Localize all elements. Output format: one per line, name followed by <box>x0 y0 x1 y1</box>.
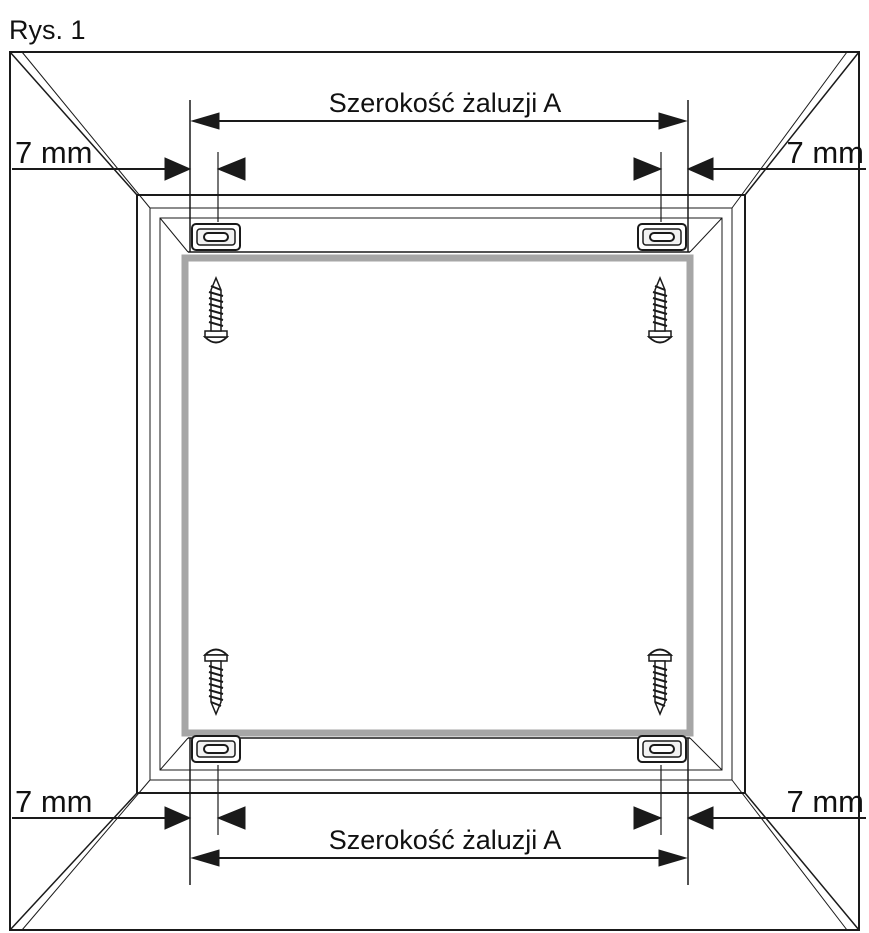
window-frame <box>9 51 860 931</box>
dimension-lines <box>12 100 866 885</box>
dimension-arrow-icon <box>633 157 663 181</box>
mounting-bracket-icon <box>637 735 687 763</box>
width-label-top: Szerokość żaluzji A <box>329 88 562 118</box>
dimension-arrow-icon <box>686 806 714 830</box>
dimension-arrow-icon <box>686 157 714 181</box>
width-label-bottom: Szerokość żaluzji A <box>329 825 562 855</box>
dimension-arrow-icon <box>658 112 688 130</box>
dimension-arrow-icon <box>164 157 192 181</box>
dimension-arrow-icon <box>216 157 246 181</box>
dimension-arrow-icon <box>190 849 220 867</box>
dimension-arrow-icon <box>216 806 246 830</box>
offset-label-bottom-right: 7 mm <box>787 784 865 819</box>
offset-label-bottom-left: 7 mm <box>15 784 93 819</box>
figure-label: Rys. 1 <box>9 15 86 45</box>
mounting-bracket-icon <box>191 735 241 763</box>
mounting-bracket-icon <box>191 223 241 251</box>
offset-label-top-left: 7 mm <box>15 135 93 170</box>
offset-label-top-right: 7 mm <box>787 135 865 170</box>
dimension-arrow-icon <box>658 849 688 867</box>
blind-panel <box>181 251 694 739</box>
dimension-arrow-icon <box>633 806 663 830</box>
mounting-bracket-icon <box>637 223 687 251</box>
dimension-arrow-icon <box>190 112 220 130</box>
dimension-arrow-icon <box>164 806 192 830</box>
